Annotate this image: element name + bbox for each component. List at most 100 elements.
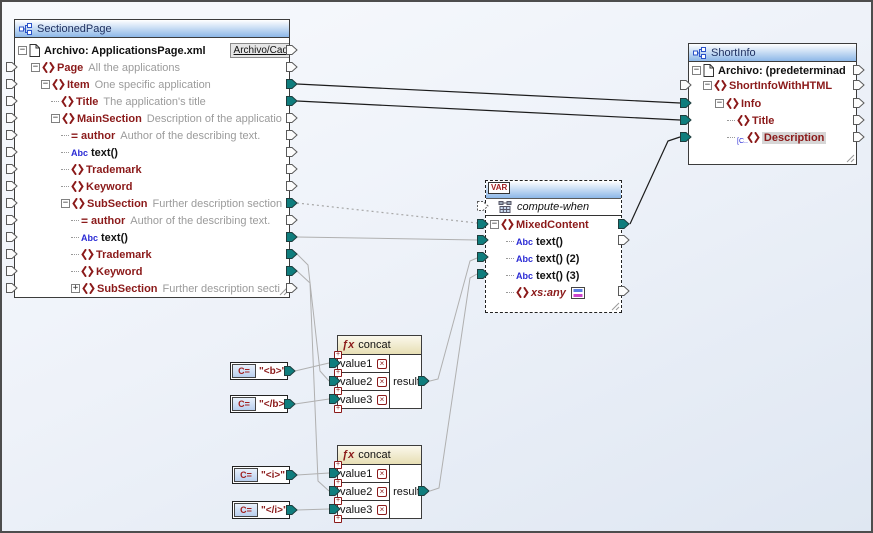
tree-item-title[interactable]: Title The application's title — [15, 93, 289, 110]
collapse-icon[interactable]: − — [61, 198, 70, 208]
function-concat-2[interactable]: ƒx concat value1 × value2 × value3 × res… — [334, 445, 422, 523]
tree-item-shortinfowithhtml[interactable]: − ShortInfoWithHTML — [689, 77, 856, 94]
any-type-menu-icon[interactable] — [570, 286, 585, 299]
connection-keyword-concat2-value2[interactable] — [296, 270, 330, 492]
tree-item-xs-any[interactable]: xs:any — [486, 284, 621, 301]
tree-item-text[interactable]: Abc text() — [15, 144, 289, 161]
component-shortinfo[interactable]: ShortInfo − Archivo: (predeterminad − Sh… — [688, 43, 857, 165]
connector-in-concat1-value2[interactable] — [329, 376, 341, 386]
tree-item-var-text1[interactable]: Abc text() — [486, 233, 621, 250]
connector-in-var-text2[interactable] — [477, 252, 489, 262]
tree-item-text2[interactable]: Abc text() — [15, 229, 289, 246]
connector-in-shortinfowithhtml[interactable] — [680, 80, 692, 90]
component-variable[interactable]: VAR compute-when − MixedContent Abc text… — [485, 180, 622, 313]
param-value1[interactable]: value1 × — [338, 465, 389, 483]
component-sectionedpage[interactable]: SectionedPage − Archivo: ApplicationsPag… — [14, 19, 290, 298]
connection-concat1-result-text2[interactable] — [429, 257, 478, 382]
param-value2[interactable]: value2 × — [338, 483, 389, 501]
connector-in-concat1-value1[interactable] — [329, 358, 341, 368]
add-param-icon[interactable]: + — [334, 351, 342, 359]
connector-out-xs-any[interactable] — [618, 286, 630, 296]
resize-handle[interactable] — [846, 154, 855, 163]
connector-in-info[interactable] — [680, 98, 692, 108]
connector-in-item[interactable] — [6, 79, 18, 89]
connector-out-author1[interactable] — [286, 130, 298, 140]
connection-trademark-concat1-value2[interactable] — [296, 253, 330, 382]
delete-param-icon[interactable]: × — [377, 376, 387, 387]
connector-out-info[interactable] — [853, 98, 865, 108]
connector-out-file[interactable] — [286, 45, 298, 55]
connector-in-trademark2[interactable] — [6, 249, 18, 259]
connector-out-page[interactable] — [286, 62, 298, 72]
connection-const-i-concat2-value1[interactable] — [296, 472, 330, 476]
connector-in-concat2-value2[interactable] — [329, 486, 341, 496]
connector-in-subsection2[interactable] — [6, 283, 18, 293]
delete-param-icon[interactable]: × — [377, 486, 387, 497]
connector-out-concat2-result[interactable] — [418, 486, 430, 496]
tree-item-keyword[interactable]: Keyword — [15, 178, 289, 195]
function-concat-1[interactable]: ƒx concat value1 × value2 × value3 × res… — [334, 335, 422, 413]
tree-item-mixedcontent[interactable]: − MixedContent — [486, 216, 621, 233]
expand-icon[interactable]: + — [71, 283, 80, 293]
connector-out-var-text1[interactable] — [618, 235, 630, 245]
constant-b-open[interactable]: C= "<b>" — [230, 362, 288, 380]
shortinfo-titlebar[interactable]: ShortInfo — [689, 44, 856, 62]
delete-param-icon[interactable]: × — [377, 358, 387, 369]
connection-const-bclose-concat1-value3[interactable] — [294, 398, 330, 405]
param-value3[interactable]: value3 × — [338, 501, 389, 519]
file-string-button[interactable]: Archivo/Cad — [229, 43, 289, 58]
delete-param-icon[interactable]: × — [377, 395, 387, 405]
connection-concat2-result-text3[interactable] — [429, 273, 478, 492]
add-param-icon[interactable]: + — [334, 515, 342, 523]
concat1-titlebar[interactable]: ƒx concat — [338, 336, 421, 355]
connector-in-concat2-value3[interactable] — [329, 504, 341, 514]
connector-in-author1[interactable] — [6, 130, 18, 140]
connector-out-keyword1[interactable] — [286, 181, 298, 191]
tree-item-info[interactable]: − Info — [689, 95, 856, 112]
connector-out-text2[interactable] — [286, 232, 298, 242]
connector-out-const-i-open[interactable] — [286, 470, 298, 480]
param-value3[interactable]: value3 × — [338, 391, 389, 409]
tree-item-page[interactable]: − Page All the applications — [15, 59, 289, 76]
sectionedpage-titlebar[interactable]: SectionedPage — [15, 20, 289, 38]
tree-item-item[interactable]: − Item One specific application — [15, 76, 289, 93]
concat2-result[interactable]: result — [390, 465, 421, 518]
connector-in-subsection1[interactable] — [6, 198, 18, 208]
connector-out-mixedcontent[interactable] — [618, 219, 630, 229]
tree-item-keyword2[interactable]: Keyword — [15, 263, 289, 280]
add-param-icon[interactable]: + — [334, 369, 342, 377]
collapse-icon[interactable]: − — [41, 79, 50, 89]
connector-in-description[interactable] — [680, 132, 692, 142]
connector-out-mainsection[interactable] — [286, 113, 298, 123]
connector-out-trademark1[interactable] — [286, 164, 298, 174]
tree-item-subsection2[interactable]: + SubSection Further description secti — [15, 280, 289, 297]
collapse-icon[interactable]: − — [31, 62, 40, 72]
connector-out-subsection1[interactable] — [286, 198, 298, 208]
param-value2[interactable]: value2 × — [338, 373, 389, 391]
add-param-icon[interactable]: + — [334, 405, 342, 413]
connector-in-var-text3[interactable] — [477, 269, 489, 279]
tree-item-var-text2[interactable]: Abc text() (2) — [486, 250, 621, 267]
connector-in-var-text1[interactable] — [477, 235, 489, 245]
collapse-icon[interactable]: − — [703, 80, 712, 90]
connector-in-author2[interactable] — [6, 215, 18, 225]
tree-item-author2[interactable]: = author Author of the describing text. — [15, 212, 289, 229]
connector-in-trademark1[interactable] — [6, 164, 18, 174]
tree-item-description[interactable]: [C.. Description — [689, 129, 856, 146]
connection-const-iclose-concat2-value3[interactable] — [296, 508, 330, 511]
constant-i-open[interactable]: C= "<i>" — [232, 466, 290, 484]
connector-in-text2[interactable] — [6, 232, 18, 242]
connector-out-const-b-close[interactable] — [284, 399, 296, 409]
tree-item-subsection[interactable]: − SubSection Further description section — [15, 195, 289, 212]
connector-in-mixedcontent[interactable] — [477, 219, 489, 229]
connection-text-text[interactable] — [296, 236, 478, 241]
connector-in-keyword1[interactable] — [6, 181, 18, 191]
connector-out-text1[interactable] — [286, 147, 298, 157]
connector-in-title[interactable] — [6, 96, 18, 106]
collapse-icon[interactable]: − — [715, 98, 724, 108]
add-param-icon[interactable]: + — [334, 497, 342, 505]
delete-param-icon[interactable]: × — [377, 505, 387, 515]
variable-titlebar[interactable]: VAR — [486, 181, 621, 199]
constant-b-close[interactable]: C= "</b>" — [230, 395, 289, 413]
file-row[interactable]: − Archivo: (predeterminad — [689, 62, 856, 79]
